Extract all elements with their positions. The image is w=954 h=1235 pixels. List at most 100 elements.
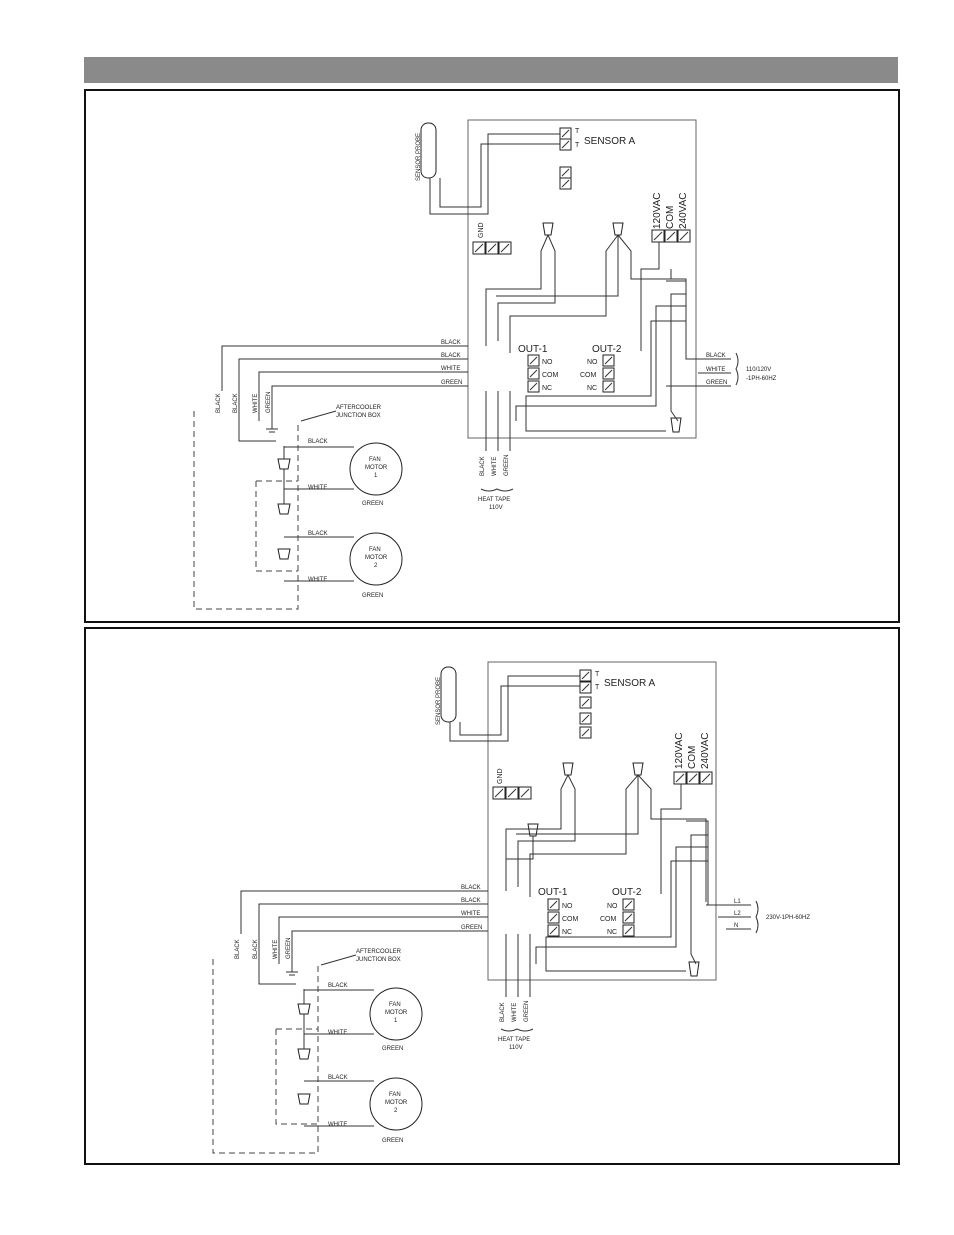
- supply-l1: L1: [734, 899, 741, 905]
- junction-label-1: AFTERCOOLER: [356, 949, 402, 955]
- internal-wiring: [505, 774, 726, 972]
- heat-tape-wires: [505, 934, 531, 997]
- sensor-probe-label: SENSOR PROBE: [436, 677, 442, 725]
- fan1-wires: [303, 989, 374, 1049]
- supply-voltage: 110/120V: [746, 367, 771, 373]
- fan1-wires: [283, 446, 354, 504]
- ground-symbol-1: [266, 421, 278, 433]
- out1-terminal-block: [547, 898, 560, 937]
- sensor-probe: [440, 666, 457, 723]
- fan-motor-1: [369, 987, 423, 1041]
- wiring-diagram-230v-svg: SENSOR PROBE T T SENSOR A GND 120VAC COM…: [212, 661, 810, 1154]
- out2-label: OUT-2: [612, 887, 642, 898]
- fan2-text-3: 2: [394, 1108, 398, 1114]
- supply-lines: [666, 358, 731, 387]
- gnd-terminal-block: [472, 241, 512, 255]
- vert-white: WHITE: [273, 940, 279, 959]
- out2-terminal-block: [602, 354, 615, 393]
- com-label: COM: [687, 746, 698, 769]
- gnd-terminal-block: [492, 786, 532, 800]
- field-green: GREEN: [461, 925, 482, 931]
- relay-2-connector: [612, 222, 624, 236]
- relay-1-connector: [542, 222, 554, 236]
- out2-label: OUT-2: [592, 344, 622, 355]
- supply-n: N: [734, 923, 738, 929]
- sensor-a-label: SENSOR A: [584, 136, 635, 147]
- field-black-1: BLACK: [461, 885, 481, 891]
- field-wires: [221, 345, 468, 442]
- sensor-a-label: SENSOR A: [604, 678, 655, 689]
- power-terminal-block: [673, 771, 713, 785]
- out1-com-label: COM: [542, 372, 559, 379]
- v240-label: 240VAC: [678, 192, 689, 229]
- heat-tape-wires: [485, 391, 511, 451]
- relay-2-connector: [632, 762, 644, 776]
- heat-black: BLACK: [500, 1002, 506, 1022]
- out2-terminal-block: [622, 898, 635, 937]
- heat-white: WHITE: [492, 457, 498, 476]
- out2-nc-label: NC: [607, 929, 617, 936]
- output-connector: [670, 417, 682, 433]
- out1-label: OUT-1: [518, 344, 548, 355]
- t2-label: T: [575, 142, 580, 149]
- supply-l2: L2: [734, 911, 741, 917]
- controller-enclosure: [467, 119, 697, 439]
- header-bar: [84, 57, 898, 83]
- gnd-label: GND: [497, 768, 504, 784]
- v120-label: 120VAC: [674, 732, 685, 769]
- field-green: GREEN: [441, 380, 462, 386]
- fan2-black: BLACK: [328, 1075, 348, 1081]
- fan1-black: BLACK: [308, 439, 328, 445]
- out1-no-label: NO: [562, 903, 573, 910]
- wire-nut-2: [277, 503, 291, 515]
- supply-white-label: WHITE: [706, 367, 725, 373]
- wire-nut-1: [277, 458, 291, 470]
- v240-label: 240VAC: [700, 732, 711, 769]
- field-white: WHITE: [461, 911, 480, 917]
- junction-leader: [320, 954, 357, 966]
- vert-black-1: BLACK: [216, 393, 222, 413]
- supply-green-label: GREEN: [706, 380, 727, 386]
- internal-wiring: [485, 234, 704, 432]
- wiring-diagram-120v: SENSOR PROBE T T SENSOR A GND 120VAC COM…: [84, 89, 900, 623]
- fan2-black: BLACK: [308, 531, 328, 537]
- controller-enclosure: [487, 661, 717, 981]
- fan1-text-2: MOTOR: [385, 1010, 408, 1016]
- supply-brace: [755, 900, 759, 934]
- out1-terminal-block: [527, 354, 540, 393]
- wire-nut-2: [297, 1048, 311, 1060]
- v120-label: 120VAC: [652, 192, 663, 229]
- field-black-2: BLACK: [461, 898, 481, 904]
- sensor-terminal-block: [579, 669, 592, 739]
- t1-label: T: [595, 671, 600, 678]
- fan1-black: BLACK: [328, 983, 348, 989]
- fan-motor-1: [349, 442, 403, 496]
- heat-white: WHITE: [512, 1003, 518, 1022]
- field-white: WHITE: [441, 366, 460, 372]
- junction-box: [193, 411, 299, 610]
- wire-nut-3: [297, 1093, 311, 1105]
- vert-white: WHITE: [253, 394, 259, 413]
- fan-motor-2: [369, 1077, 423, 1131]
- relay-1-connector: [562, 762, 574, 776]
- wire-nut-1: [297, 1003, 311, 1015]
- fan2-text-1: FAN: [369, 547, 381, 553]
- fan2-text-3: 2: [374, 563, 378, 569]
- t1-label: T: [575, 128, 580, 135]
- out1-com-label: COM: [562, 916, 579, 923]
- vert-black-2: BLACK: [233, 393, 239, 413]
- fan1-white: WHITE: [308, 485, 327, 491]
- fan2-white: WHITE: [328, 1122, 347, 1128]
- fan1-text-1: FAN: [369, 457, 381, 463]
- wiring-diagram-230v: SENSOR PROBE T T SENSOR A GND 120VAC COM…: [84, 627, 900, 1165]
- fan1-text-1: FAN: [389, 1002, 401, 1008]
- field-wires: [240, 890, 488, 985]
- fan2-green: GREEN: [362, 593, 383, 599]
- heat-tape-voltage: 110V: [489, 505, 503, 511]
- output-connector: [688, 961, 700, 977]
- ground-symbol-1: [286, 964, 298, 976]
- vert-green: GREEN: [286, 938, 292, 959]
- fan2-text-1: FAN: [389, 1092, 401, 1098]
- heat-green: GREEN: [504, 455, 510, 476]
- vert-black-1: BLACK: [235, 939, 241, 959]
